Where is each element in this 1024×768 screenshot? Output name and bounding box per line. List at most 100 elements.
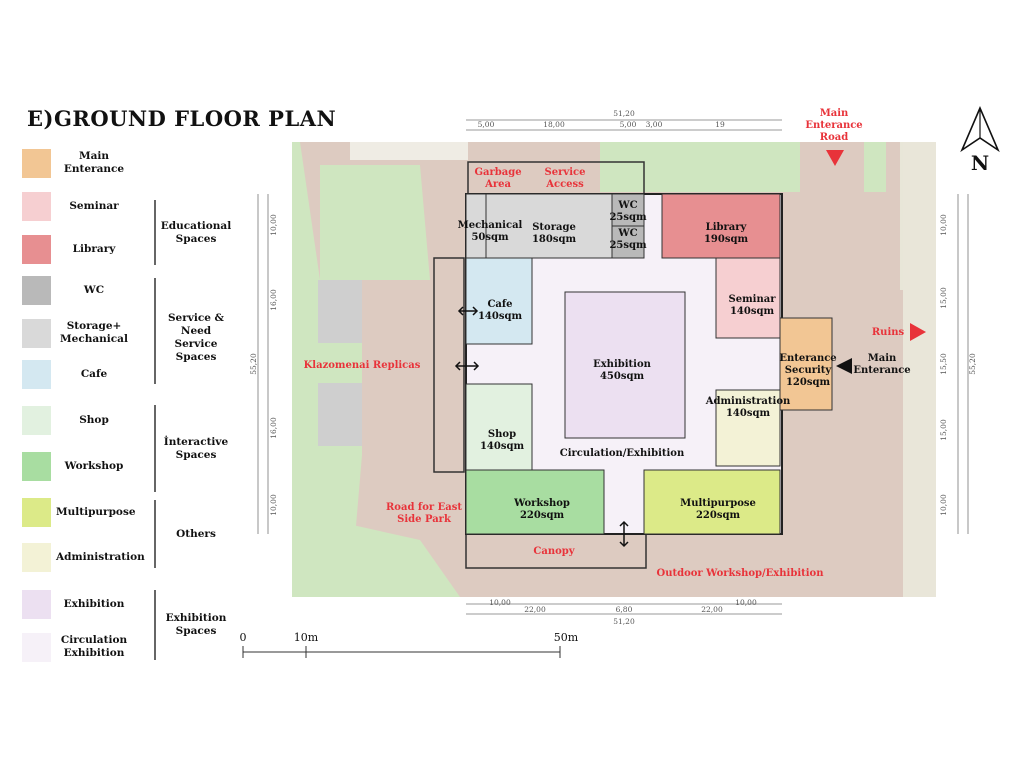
legend-swatch [22,149,51,178]
scale-label-50m: 50m [554,631,579,644]
dim-bottom: 22,00 [524,605,546,614]
legend-label: Exhibition [63,597,125,610]
scale-label-0: 0 [240,631,247,644]
legend-swatch [22,590,51,619]
grass-top-right [864,142,886,192]
legend-swatch [22,360,51,389]
canopy-outline [433,257,465,473]
dim-left-total: 55,20 [249,353,258,375]
legend-group-bracket [154,278,156,384]
legend-group-bracket [154,405,156,492]
legend-group-bracket [154,200,156,265]
room-multipurpose [643,469,781,535]
grass-west-2 [320,165,430,280]
replica-2 [318,383,362,446]
room-storage [485,193,613,259]
dim-right: 15,50 [939,353,948,375]
legend-swatch [22,235,51,264]
room-seminar [715,257,781,339]
dim-bottom: 22,00 [701,605,723,614]
legend-swatch [22,543,51,572]
legend-label: Workshop [64,459,124,472]
scale-bar [242,646,561,658]
grass-top [600,142,800,192]
dim-top: 5,00 [478,120,495,129]
legend-label: Administration [56,550,145,563]
room-exhibition [564,291,686,439]
page-title: E)GROUND FLOOR PLAN [27,106,337,131]
legend-label: WC [83,283,105,296]
room-label-circulation: Circulation/Exhibition [560,448,685,459]
legend-label: Shop [79,413,109,426]
legend-swatch [22,452,51,481]
room-administration [715,389,781,467]
dim-bottom-small: 10,00 [735,598,757,607]
legend-swatch [22,192,51,221]
dim-right: 10,00 [939,494,948,516]
legend-swatch [22,319,51,348]
arrow-ruins [910,323,926,341]
road-east [903,142,936,597]
legend-group-label: Others [176,527,216,540]
legend-label: Storage+Mechanical [60,320,128,345]
label-ruins: Ruins [872,327,905,338]
double-arrow-south [619,520,629,548]
double-arrow-west [454,361,480,371]
grass-south-west [292,520,460,597]
north-label: N [971,151,989,175]
road-north [350,142,468,160]
label-klazomenai-replicas: Klazomenai Replicas [304,360,421,371]
legend-label: Multipurpose [56,505,136,518]
label-canopy: Canopy [533,546,575,557]
dim-top: 18,00 [543,120,565,129]
room-wc-1 [611,193,645,227]
dim-top: 19 [715,120,725,129]
dim-left: 16,00 [269,289,278,311]
room-wc-2 [611,225,645,259]
dim-right-total: 55,20 [968,353,977,375]
legend-label: Seminar [69,199,119,212]
dim-top: 3,00 [646,120,663,129]
legend-label: Library [72,242,116,255]
legend-swatch [22,498,51,527]
dim-bottom-small: 10,00 [489,598,511,607]
label-outdoor-workshop: Outdoor Workshop/Exhibition [657,568,825,579]
dim-bottom: 6,80 [616,605,633,614]
legend-group-bracket [154,590,156,660]
dim-bottom-total: 51,20 [613,617,635,626]
dim-top: 5,00 [620,120,637,129]
arrow-main-road [826,150,844,166]
legend-label: Cafe [80,367,108,380]
dim-right: 10,00 [939,214,948,236]
legend-group-bracket [154,500,156,568]
room-shop [465,383,533,471]
grass-west [292,142,362,597]
dim-left: 10,00 [269,494,278,516]
legend-swatch [22,276,51,305]
dim-top-total: 51,20 [613,109,635,118]
dim-right: 15,00 [939,287,948,309]
scale-label-10m: 10m [294,631,319,644]
